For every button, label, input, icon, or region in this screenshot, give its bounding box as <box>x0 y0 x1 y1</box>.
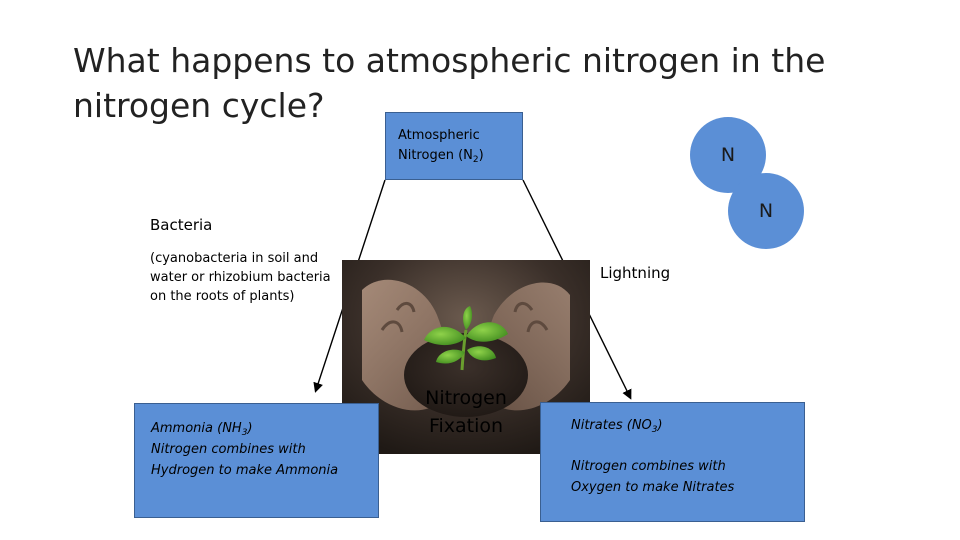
nitrogen-atom-label-1: N <box>720 144 736 166</box>
atmospheric-nitrogen-box: Atmospheric Nitrogen (N2) <box>385 112 523 180</box>
fixation-line1: Nitrogen <box>425 387 507 409</box>
nitrogen-atom-label-2: N <box>758 200 774 222</box>
fixation-line2: Fixation <box>428 415 504 437</box>
ammonia-line1-text: Ammonia (NH <box>151 421 242 436</box>
nitrogen-fixation-label: Nitrogen Fixation <box>420 384 512 440</box>
nitrates-box: Nitrates (NO3) Nitrogen combines with Ox… <box>540 402 805 522</box>
atmospheric-line2-close: ) <box>478 148 484 163</box>
bacteria-description: (cyanobacteria in soil and water or rhiz… <box>150 251 331 304</box>
ammonia-line3: Hydrogen to make Ammonia <box>151 463 339 478</box>
nitrogen-atom-circle-2: N <box>728 173 804 249</box>
bacteria-label: Bacteria <box>150 216 213 234</box>
ammonia-line2: Nitrogen combines with <box>151 442 306 457</box>
atmospheric-line2-text: Nitrogen (N <box>398 148 473 163</box>
ammonia-line1-close: ) <box>247 421 253 436</box>
atmospheric-line2: Nitrogen (N2) <box>398 146 522 166</box>
nitrates-line2: Nitrogen combines with <box>571 459 726 474</box>
ammonia-line1: Ammonia (NH3) <box>151 418 378 439</box>
nitrates-line3: Oxygen to make Nitrates <box>571 480 735 495</box>
ammonia-subscript: 3 <box>241 428 248 438</box>
seedling-in-hands-photo <box>342 260 590 454</box>
nitrates-line1: Nitrates (NO3) <box>571 415 804 436</box>
lightning-label: Lightning <box>600 264 671 282</box>
nitrates-subscript: 3 <box>651 425 658 435</box>
nitrates-spacer <box>571 436 804 456</box>
nitrates-line1-close: ) <box>657 418 663 433</box>
nitrates-line1-text: Nitrates (NO <box>571 418 652 433</box>
ammonia-box: Ammonia (NH3) Nitrogen combines with Hyd… <box>134 403 379 518</box>
atmospheric-subscript: 2 <box>472 155 479 165</box>
atmospheric-line1: Atmospheric <box>398 128 480 143</box>
slide-title: What happens to atmospheric nitrogen in … <box>73 41 826 125</box>
